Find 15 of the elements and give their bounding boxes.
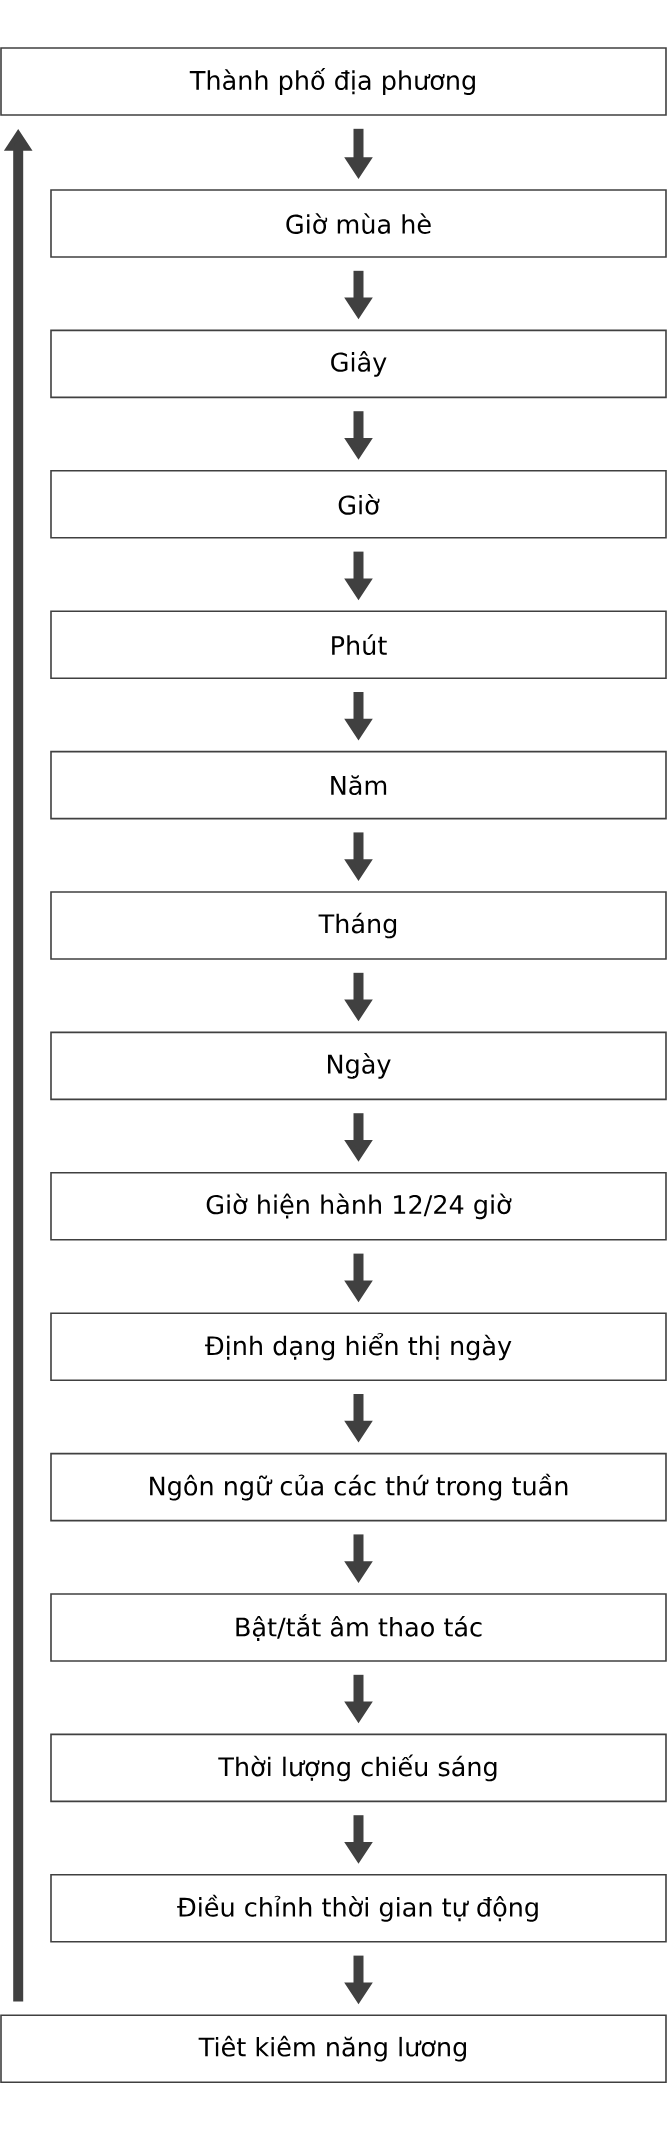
process-box: Phút bbox=[50, 610, 667, 679]
process-box: Thời lượng chiếu sáng bbox=[50, 1733, 667, 1803]
process-box: Ngày bbox=[50, 1031, 667, 1101]
process-box: Ngôn ngữ của các thứ trong tuần bbox=[50, 1452, 667, 1522]
process-box: Định dạng hiển thị ngày bbox=[50, 1312, 667, 1381]
process-box: Giờ bbox=[50, 470, 667, 539]
process-box: Giờ mùa hè bbox=[50, 189, 667, 258]
process-box: Điều chỉnh thời gian tự động bbox=[50, 1874, 667, 1943]
process-box: Tháng bbox=[50, 891, 667, 960]
process-box: Tiêt kiêm năng lương bbox=[0, 2014, 667, 2083]
process-box: Bật/tắt âm thao tác bbox=[50, 1593, 667, 1662]
process-box: Năm bbox=[50, 750, 667, 820]
process-box: Thành phố địa phương bbox=[0, 47, 667, 116]
process-box: Giây bbox=[50, 329, 667, 399]
process-box: Giờ hiện hành 12/24 giờ bbox=[50, 1172, 667, 1241]
